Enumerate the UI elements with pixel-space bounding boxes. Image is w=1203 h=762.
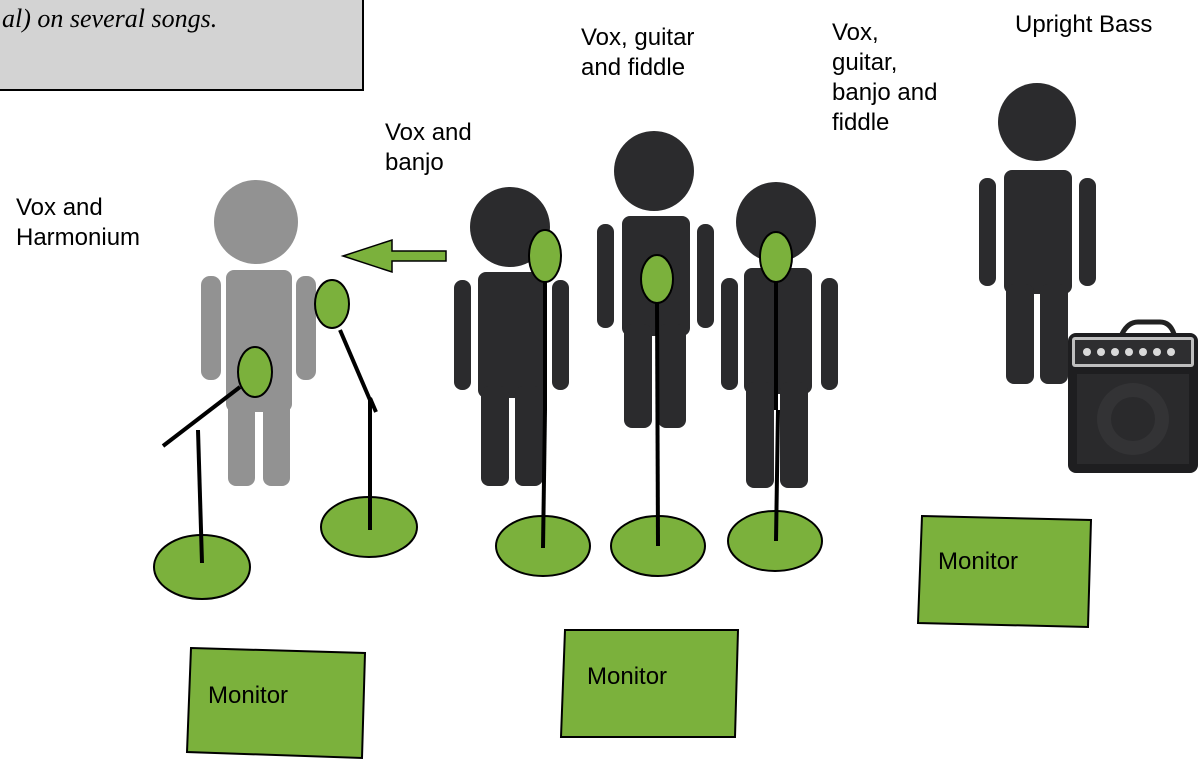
label-vox-guitar-banjo-fiddle: Vox, guitar, banjo and fiddle [832, 19, 938, 136]
left-arrow-icon [340, 238, 447, 274]
monitor-left-label: Monitor [208, 682, 288, 709]
mic-stand-bases [153, 496, 823, 600]
mic-5 [759, 231, 793, 283]
monitor-center: Monitor [559, 629, 740, 738]
monitor-right-label: Monitor [938, 548, 1018, 575]
note-box: al) on several songs. [0, 0, 364, 91]
mic-stands [161, 282, 780, 564]
person-harmonium-player [201, 180, 316, 486]
mic-2 [314, 279, 350, 329]
monitor-left: Monitor [185, 646, 367, 760]
bass-amp-icon [1068, 319, 1198, 473]
label-vox-harmonium: Vox and Harmonium [16, 194, 141, 251]
mic-1 [237, 346, 273, 398]
person-guitar-banjo-fiddle-player [721, 182, 838, 488]
mic-3 [528, 229, 562, 283]
mic-4 [640, 254, 674, 304]
person-bass-player [979, 83, 1096, 384]
label-vox-guitar-fiddle: Vox, guitar and fiddle [581, 24, 695, 81]
note-text: al) on several songs. [2, 4, 218, 33]
monitor-right: Monitor [916, 514, 1093, 629]
label-vox-banjo: Vox and banjo [385, 119, 472, 176]
label-upright-bass: Upright Bass [1015, 11, 1153, 38]
monitor-center-label: Monitor [587, 663, 667, 690]
microphones [237, 229, 793, 398]
